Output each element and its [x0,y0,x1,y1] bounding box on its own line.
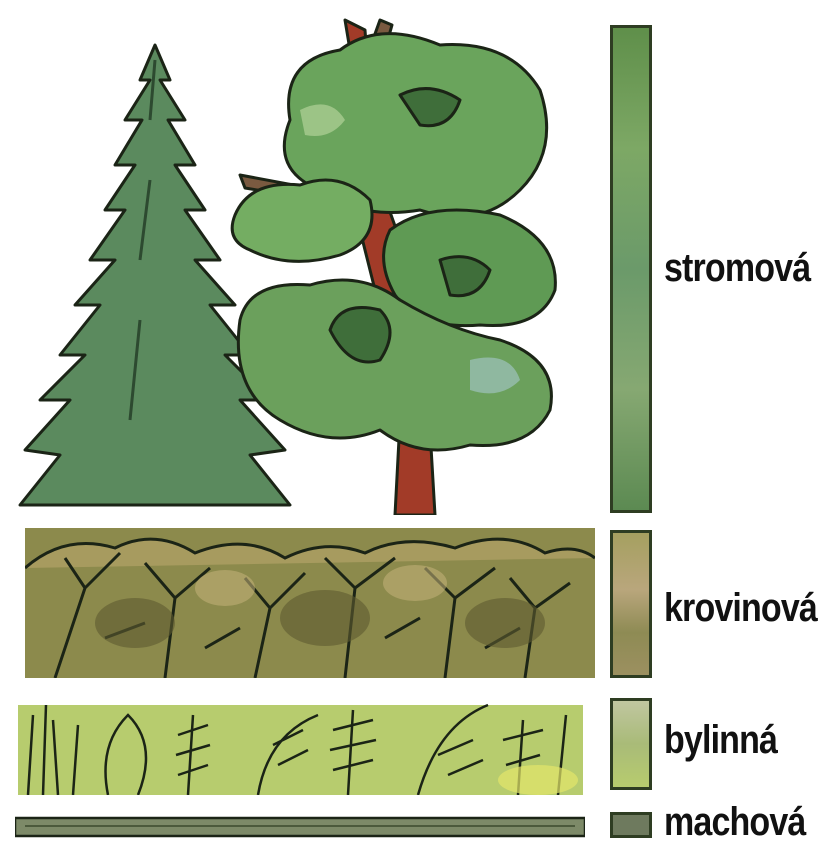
tree-layer-illustration [0,0,600,515]
spruce-tree-illustration [20,45,290,505]
moss-layer-bar [610,812,652,838]
herb-layer-bar [610,698,652,790]
tree-layer-bar [610,25,652,513]
herb-layer-illustration [18,695,583,795]
herb-layer-label: bylinná [664,718,777,763]
shrub-layer-bar [610,530,652,678]
deciduous-tree-illustration [232,20,555,515]
moss-layer-illustration [15,812,585,842]
moss-layer-label: machová [664,800,805,845]
shrub-layer-illustration [25,528,595,678]
tree-layer-label: stromová [664,246,810,291]
shrub-layer-label: krovinová [664,586,817,631]
